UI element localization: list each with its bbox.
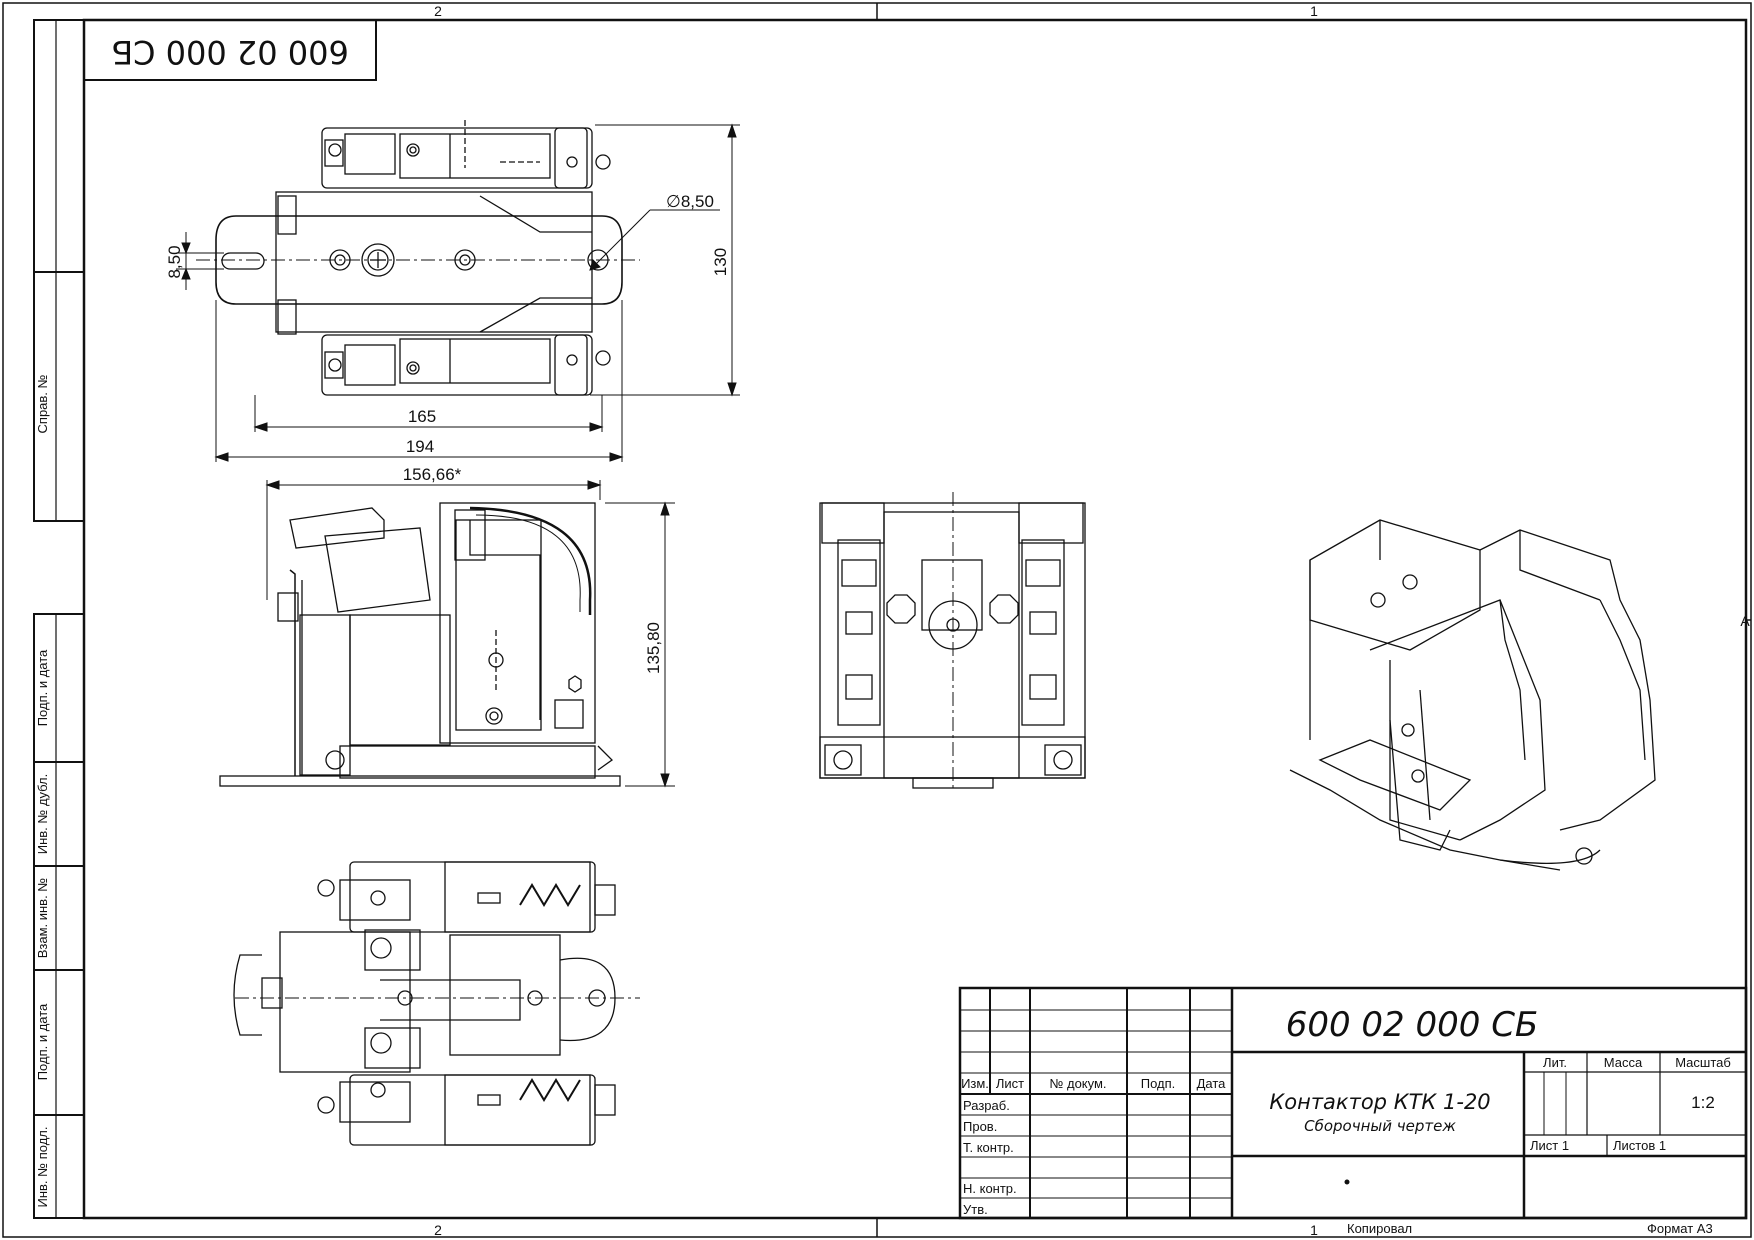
tb-row-razrab: Разраб. [963, 1098, 1010, 1113]
side-view [819, 492, 1086, 790]
front-view [219, 502, 621, 787]
side-label-3: Взам. инв. № [35, 878, 50, 959]
tb-col-docnum: № докум. [1049, 1076, 1106, 1091]
top-view-dimensions [176, 123, 740, 462]
tb-designation: 600 02 000 СБ [1286, 1005, 1539, 1045]
tb-row-prov: Пров. [963, 1119, 997, 1134]
tb-lit: Лит. [1543, 1055, 1567, 1070]
tb-row-tkontr: Т. контр. [963, 1140, 1014, 1155]
zone-side: A [1740, 613, 1750, 629]
tb-doc-type: Сборочный чертеж [1304, 1117, 1456, 1135]
dim-156: 156,66* [403, 465, 462, 484]
top-view [196, 120, 640, 396]
zone-top-right: 1 [1310, 3, 1318, 19]
tb-mass: Масса [1604, 1055, 1643, 1070]
front-view-dimensions [265, 480, 675, 788]
side-label-4: Подп. и дата [35, 1003, 50, 1080]
dim-slot: 8,50 [165, 245, 184, 278]
title-block [958, 986, 1748, 1220]
bottom-view [233, 861, 640, 1146]
designation-rotated: 600 02 000 СБ [111, 33, 349, 71]
isometric-view [1289, 519, 1656, 871]
tb-col-sign: Подп. [1141, 1076, 1176, 1091]
dim-135: 135,80 [644, 622, 663, 674]
zone-bottom-right: 1 [1310, 1222, 1318, 1238]
dim-height-130: 130 [711, 248, 730, 276]
tb-row-nkontr: Н. контр. [963, 1181, 1017, 1196]
side-label-1: Подп. и дата [35, 649, 50, 726]
zone-bottom-left: 2 [434, 1222, 442, 1238]
tb-scale: 1:2 [1691, 1093, 1715, 1112]
dim-165: 165 [408, 407, 436, 426]
copied-label: Копировал [1347, 1221, 1412, 1236]
tb-sheet: Лист 1 [1530, 1138, 1569, 1153]
dim-194: 194 [406, 437, 434, 456]
format-label: Формат А3 [1647, 1221, 1713, 1236]
side-strip: Справ. № Подп. и дата Инв. № дубл. Взам.… [33, 19, 85, 1219]
tb-row-utv: Утв. [963, 1202, 988, 1217]
dim-diameter: ∅8,50 [666, 192, 714, 211]
side-label-5: Инв. № подл. [35, 1127, 50, 1208]
tb-col-list: Лист [996, 1076, 1024, 1091]
tb-sheets: Листов 1 [1613, 1138, 1666, 1153]
side-label-0: Справ. № [35, 374, 50, 433]
side-label-2: Инв. № дубл. [35, 774, 50, 855]
tb-col-izm: Изм. [961, 1076, 989, 1091]
tb-scale-label: Масштаб [1675, 1055, 1731, 1070]
tb-dot [1344, 1179, 1350, 1185]
zone-top-left: 2 [434, 3, 442, 19]
tb-name: Контактор КТК 1-20 [1269, 1090, 1490, 1114]
tb-col-date: Дата [1197, 1076, 1227, 1091]
